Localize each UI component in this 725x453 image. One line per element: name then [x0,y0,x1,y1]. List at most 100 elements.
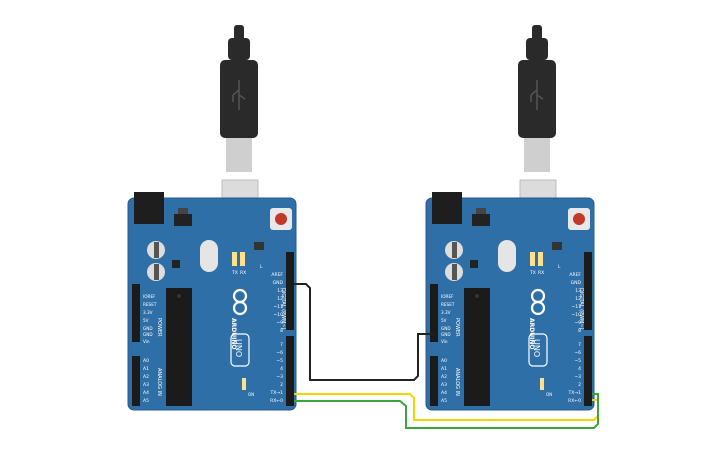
svg-text:~5: ~5 [574,358,581,364]
digital-header-bottom[interactable] [584,336,592,406]
arduino-logo-icon [232,288,248,316]
analog-label: ANALOG IN [156,368,162,396]
digital-header-top[interactable] [584,252,592,330]
crystal [498,240,516,272]
power-label: POWER [454,318,460,337]
svg-text:Vin: Vin [441,339,448,344]
power-label: POWER [156,318,162,337]
digital-header-top[interactable] [286,252,294,330]
svg-text:8: 8 [280,328,283,334]
svg-text:12: 12 [575,296,581,302]
digital-header-bottom[interactable] [286,336,294,406]
digital-pin-labels: AREF GND 13 12 ~11 ~10 ~9 8 7 ~6 ~5 4 ~3… [568,272,582,404]
svg-text:2: 2 [578,382,581,388]
svg-text:13: 13 [575,288,581,294]
reset-button[interactable] [568,208,590,230]
on-led-label: ON [248,392,254,397]
svg-text:TX→1: TX→1 [568,390,582,396]
svg-text:~9: ~9 [574,320,581,326]
rx-led-label: RX [240,270,246,276]
power-header[interactable] [430,284,438,342]
model-text: UNO [532,339,541,357]
analog-header[interactable] [430,356,438,406]
svg-text:~5: ~5 [276,358,283,364]
svg-text:A2: A2 [143,374,149,380]
svg-text:Vin: Vin [143,339,150,344]
rx-tx-wire[interactable] [294,393,599,429]
svg-text:A3: A3 [441,382,447,388]
svg-text:A5: A5 [441,398,447,404]
digital-pin-labels: AREF GND 13 12 ~11 ~10 ~9 8 7 ~6 ~5 4 ~3… [270,272,284,404]
analog-label: ANALOG IN [454,368,460,396]
svg-text:~3: ~3 [276,374,283,380]
svg-text:GND: GND [143,332,153,337]
svg-text:A0: A0 [441,358,447,364]
svg-text:A4: A4 [143,390,149,396]
svg-text:GND: GND [571,280,582,286]
svg-text:A1: A1 [143,366,149,372]
svg-text:IOREF: IOREF [441,294,454,299]
svg-text:AREF: AREF [569,272,581,278]
digital-label: DIGITAL (PWM~) [578,288,584,330]
tx-led-label: TX [529,270,536,276]
model-text: UNO [234,339,243,357]
svg-text:5V: 5V [143,318,149,323]
power-jack[interactable] [432,192,462,224]
svg-text:RESET: RESET [143,302,157,307]
analog-pin-labels: A0 A1 A2 A3 A4 A5 [441,358,447,404]
power-pin-labels: IOREF RESET 3.3V 5V GND GND Vin [441,294,455,344]
power-jack[interactable] [134,192,164,224]
power-pin-labels: IOREF RESET 3.3V 5V GND GND Vin [143,294,157,344]
usb-symbol-icon [232,80,246,110]
svg-text:GND: GND [441,332,451,337]
svg-text:4: 4 [280,366,283,372]
svg-text:7: 7 [280,342,283,348]
on-led-label: ON [546,392,552,397]
power-header[interactable] [132,284,140,342]
tx-led-label: TX [231,270,238,276]
svg-text:~11: ~11 [572,304,582,310]
svg-text:~10: ~10 [572,312,582,318]
svg-text:~9: ~9 [276,320,283,326]
atmega-chip [166,288,192,406]
crystal [200,240,218,272]
arduino-board-left[interactable]: TX RX L ARDUINO UNO POWER ANALOG IN DIGI… [127,25,297,411]
svg-text:4: 4 [578,366,581,372]
svg-text:7: 7 [578,342,581,348]
analog-header[interactable] [132,356,140,406]
svg-text:RX←0: RX←0 [568,398,581,404]
svg-text:GND: GND [143,326,153,331]
svg-text:GND: GND [273,280,284,286]
svg-text:13: 13 [277,288,283,294]
svg-text:A2: A2 [441,374,447,380]
l-led-label: L [558,264,561,270]
arduino-board-right[interactable]: TX RX L ARDUINO UNO POWER ANALOG IN DIGI… [425,25,595,411]
svg-text:GND: GND [441,326,451,331]
svg-text:5V: 5V [441,318,447,323]
svg-text:~6: ~6 [574,350,581,356]
svg-text:IOREF: IOREF [143,294,156,299]
svg-text:12: 12 [277,296,283,302]
svg-text:RESET: RESET [441,302,455,307]
svg-text:A5: A5 [143,398,149,404]
svg-text:A4: A4 [441,390,447,396]
svg-text:RX←0: RX←0 [270,398,283,404]
svg-text:A1: A1 [441,366,447,372]
svg-text:~3: ~3 [574,374,581,380]
svg-text:~10: ~10 [274,312,284,318]
svg-text:8: 8 [578,328,581,334]
rx-led-label: RX [538,270,544,276]
svg-text:~6: ~6 [276,350,283,356]
svg-text:3.3V: 3.3V [143,310,153,315]
l-led-label: L [260,264,263,270]
svg-text:A3: A3 [143,382,149,388]
usb-symbol-icon [530,80,544,110]
svg-text:TX→1: TX→1 [270,390,284,396]
atmega-chip [464,288,490,406]
svg-text:~11: ~11 [274,304,284,310]
analog-pin-labels: A0 A1 A2 A3 A4 A5 [143,358,149,404]
svg-text:2: 2 [280,382,283,388]
gnd-wire[interactable] [294,283,434,381]
reset-button[interactable] [270,208,292,230]
